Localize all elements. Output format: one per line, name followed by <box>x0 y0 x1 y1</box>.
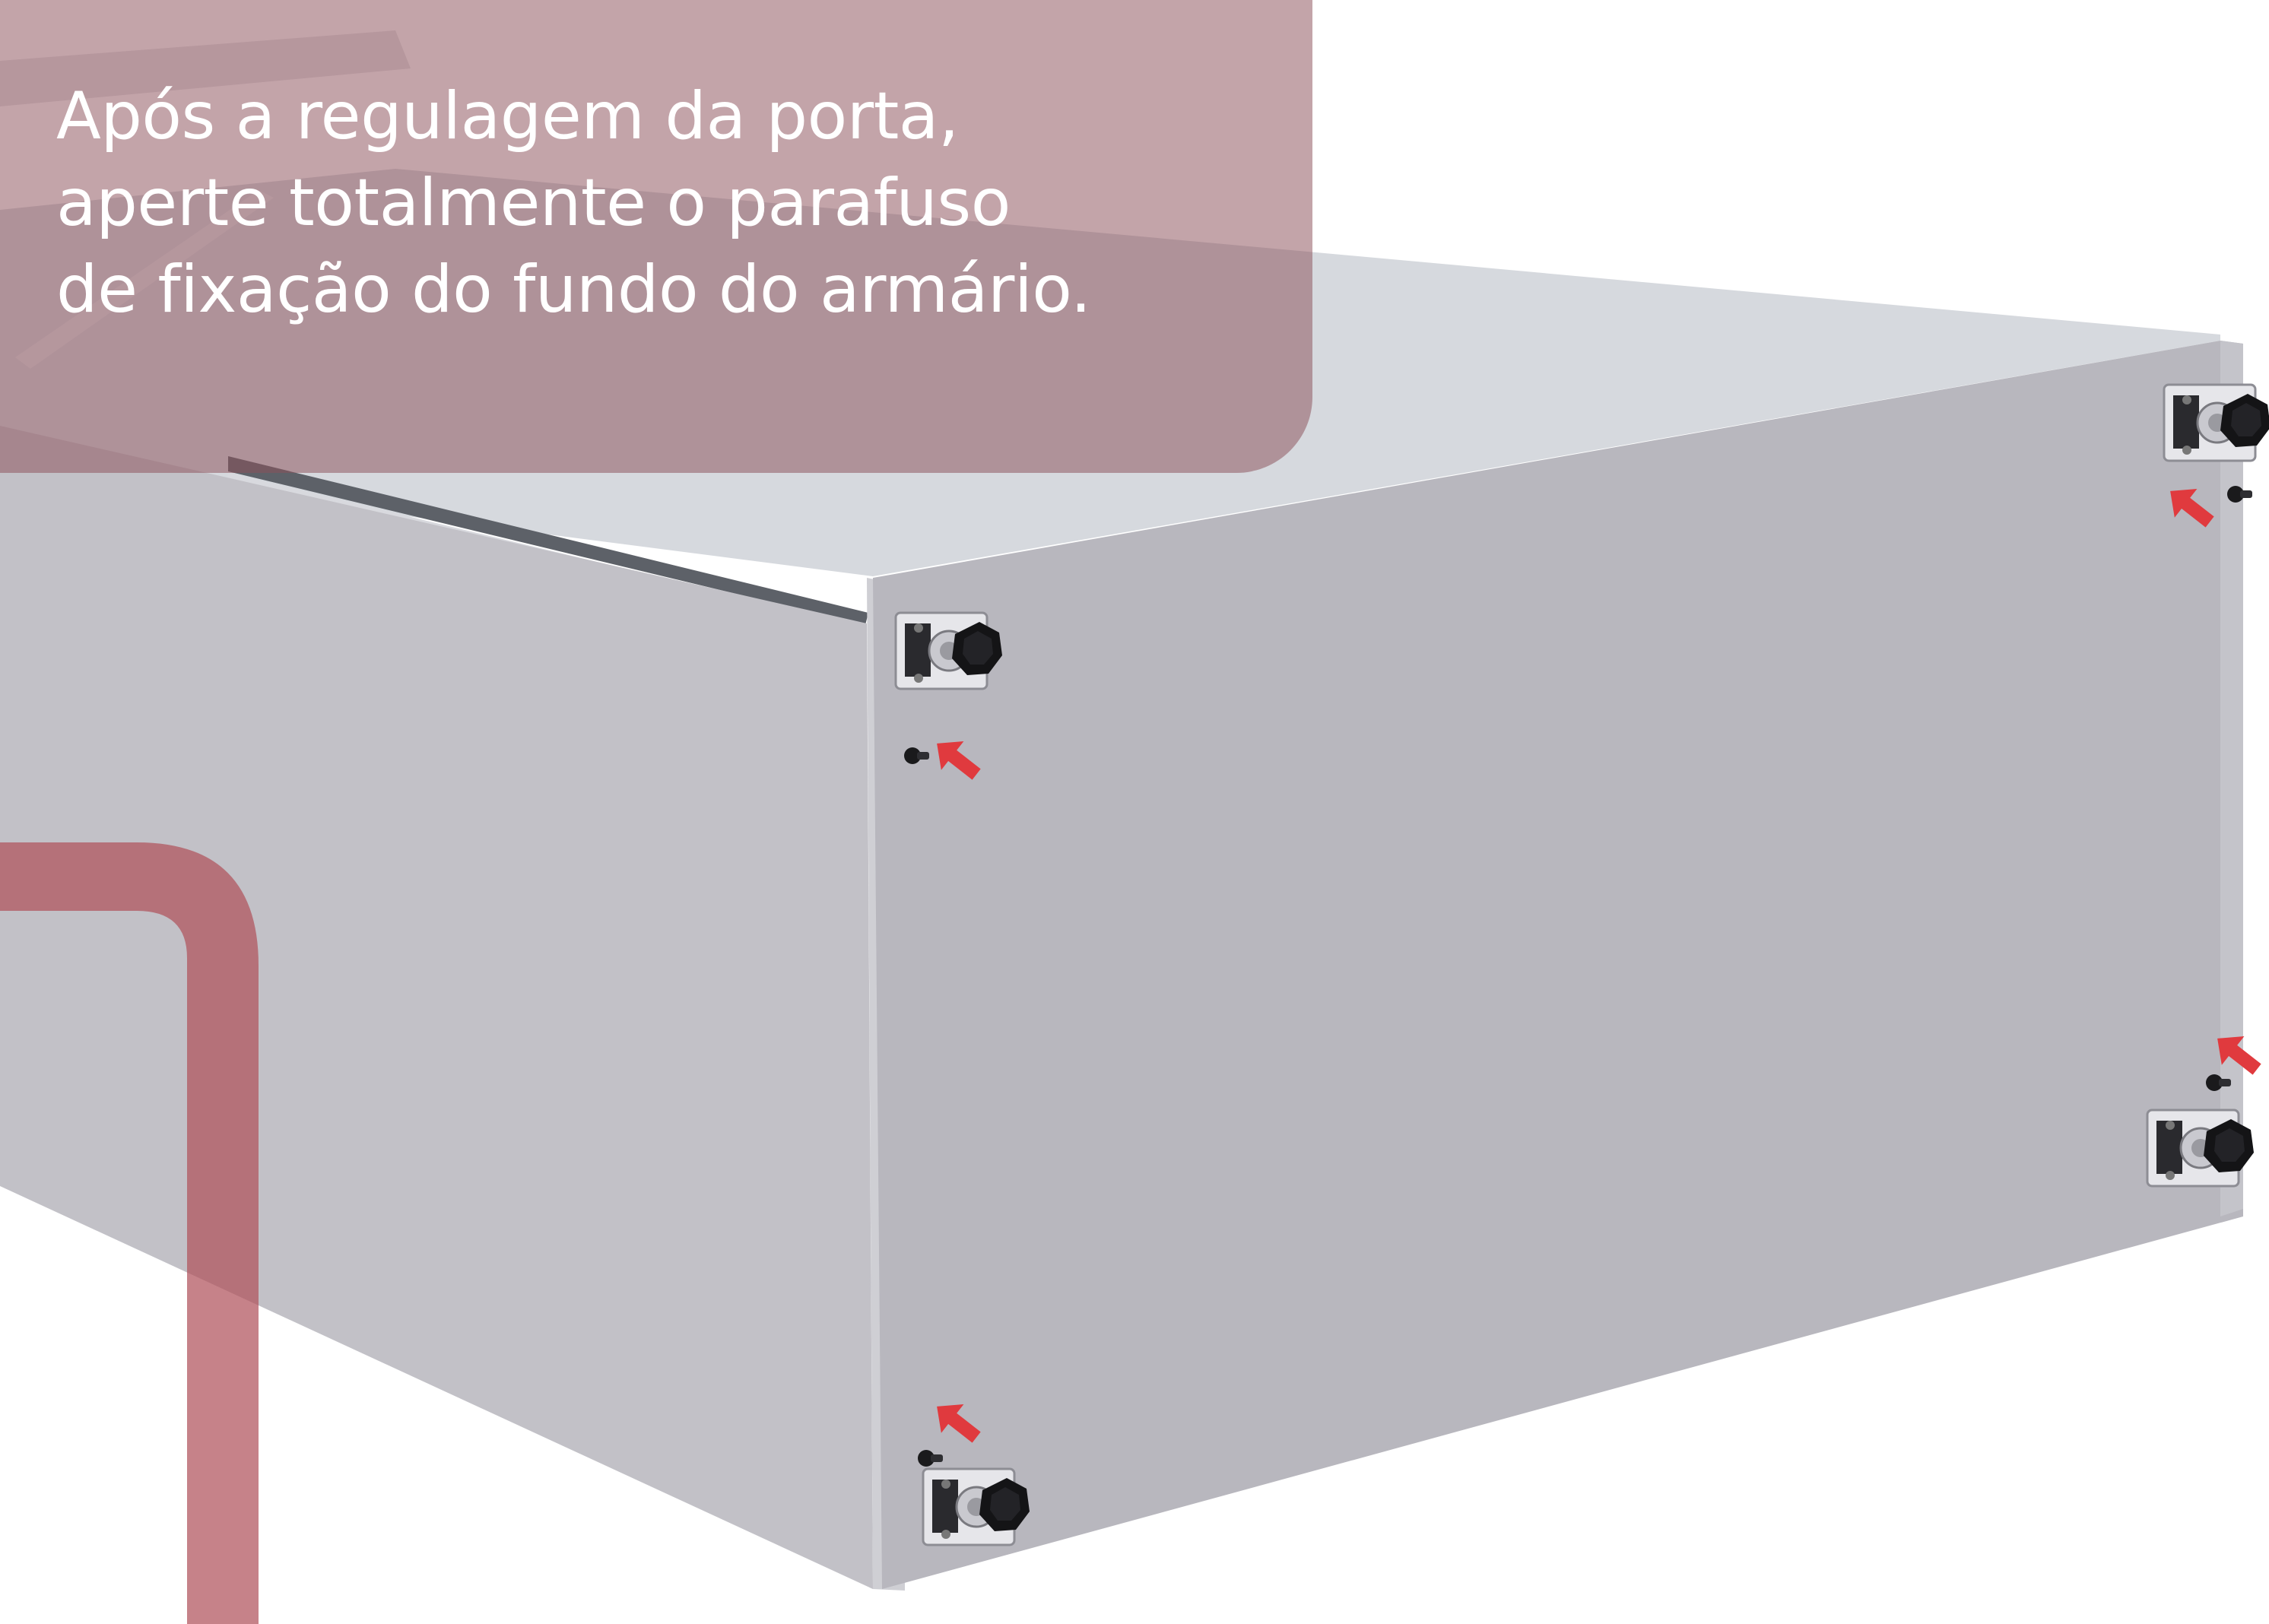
instruction-line-1: Após a regulagem da porta, <box>56 78 959 154</box>
top-groove <box>228 456 868 625</box>
instruction-text: Após a regulagem da porta, aperte totalm… <box>56 73 1282 333</box>
fixation-screw-top-right <box>2227 486 2252 503</box>
cabinet-side-panel <box>0 426 873 1589</box>
hinge-mount-bottom-left <box>922 1467 1031 1546</box>
cabinet-back-panel <box>873 341 2243 1589</box>
instruction-line-3: de fixação do fundo do armário. <box>56 252 1091 328</box>
instruction-panel: Após a regulagem da porta, aperte totalm… <box>0 0 1312 473</box>
hinge-mount-top-left <box>894 611 1004 690</box>
instruction-line-2: aperte totalmente o parafuso <box>56 165 1011 241</box>
accent-bar <box>0 842 259 1624</box>
hinge-mount-top-right <box>2163 383 2269 462</box>
hinge-mount-bottom-right <box>2146 1109 2255 1188</box>
cabinet-right-edge <box>2220 341 2243 1216</box>
